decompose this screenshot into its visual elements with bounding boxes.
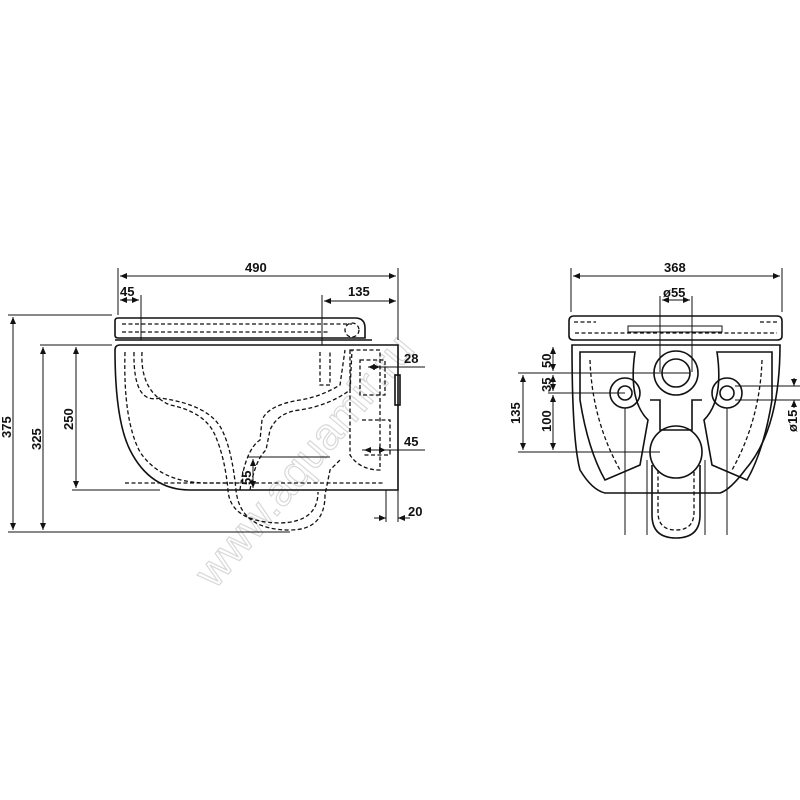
dim-seat-front-offset: 45 [120,284,134,299]
rear-view [568,315,783,539]
rear-bowl-outline [571,344,781,494]
dim-inlet-to-bolts: 35 [539,378,554,392]
dim-outlet-offset: 45 [404,434,418,449]
bowl-outline [114,344,399,491]
dim-outlet-height: 55 [239,471,254,485]
side-view [114,317,401,531]
dim-bowl-height: 325 [29,428,44,450]
side-dimensions: 490 45 135 375 325 250 55 28 45 [0,260,425,533]
rear-dimensions: 368 ø55 50 35 100 135 ø15 [508,260,800,453]
rear-seat-outline [568,315,783,341]
watermark: www.aquamir.ru [184,325,423,597]
dim-bowl-depth: 250 [61,408,76,430]
dim-inlet-to-outlet: 135 [508,402,523,424]
dim-wall-gap: 20 [408,504,422,519]
dim-inlet-offset: 28 [404,351,418,366]
dim-rear-offset: 135 [348,284,370,299]
dim-overall-length: 490 [245,260,267,275]
seat-outline [114,317,366,339]
dim-bolts-to-outlet: 100 [539,410,554,432]
dim-inlet-diameter: ø55 [663,285,685,300]
dim-overall-height: 375 [0,416,14,438]
dim-overall-width: 368 [664,260,686,275]
dim-top-to-inlet: 50 [539,354,554,368]
dim-bolt-diameter: ø15 [785,410,800,432]
